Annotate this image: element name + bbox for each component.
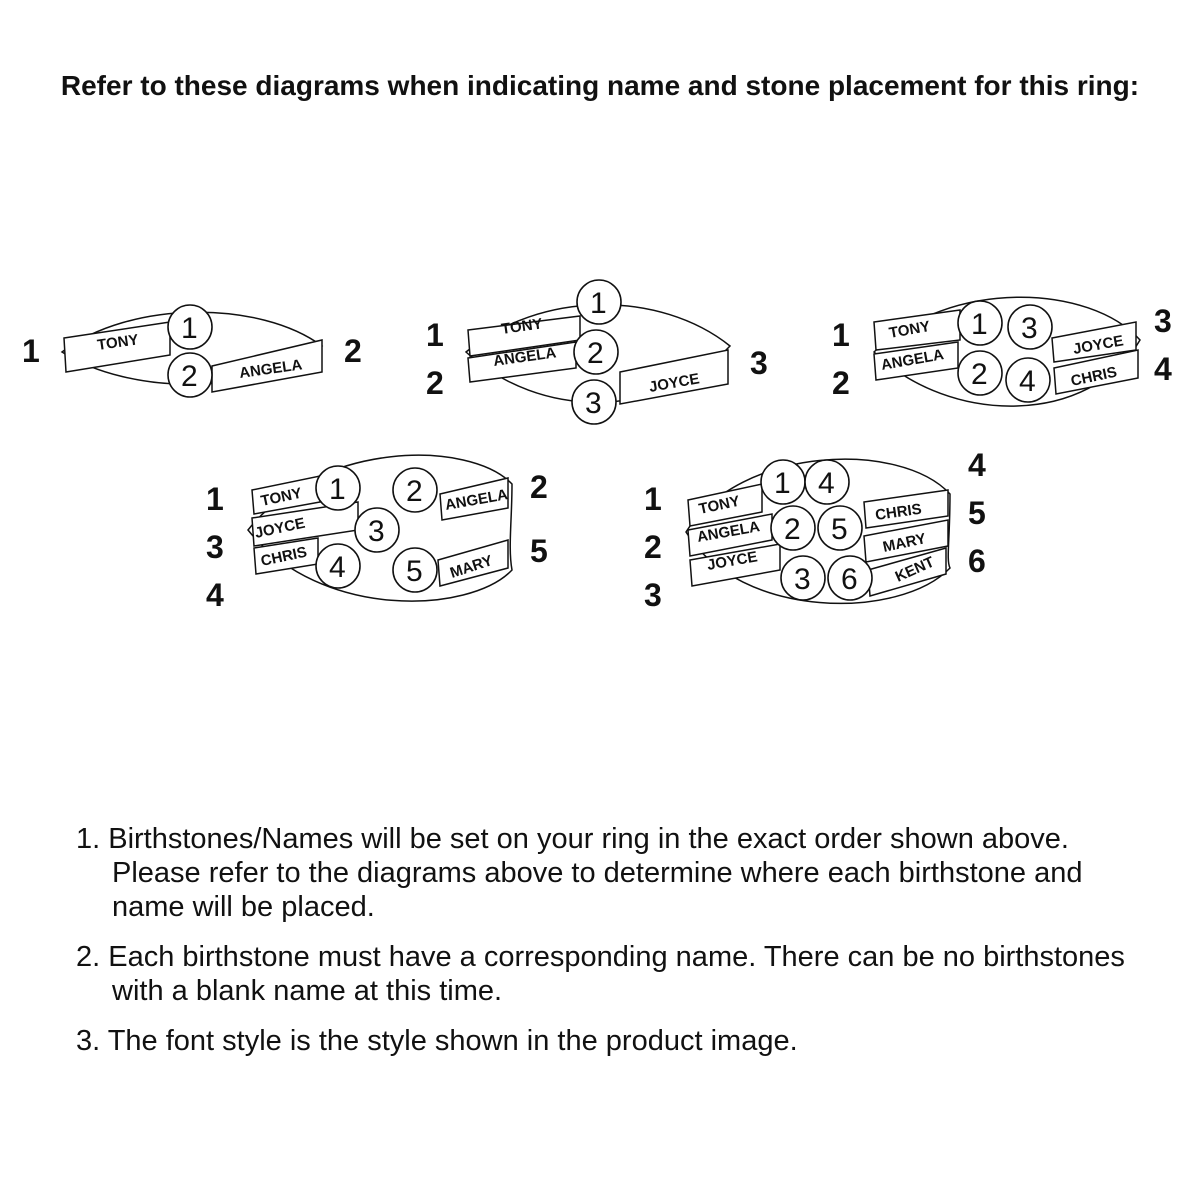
- stone-label: 1: [590, 287, 607, 320]
- stone-label: 1: [971, 308, 988, 341]
- stone-label: 4: [329, 551, 346, 584]
- stone-label: 2: [784, 513, 801, 546]
- stone-label: 4: [818, 467, 835, 500]
- ring-diagram-3-stones: 1 2 3 1 2 3 TONY ANGELA JOYCE: [426, 279, 768, 425]
- right-number: 3: [1154, 303, 1172, 339]
- stone-1: [957, 300, 1003, 346]
- left-number: 1: [426, 317, 444, 353]
- instructions-list: 1. Birthstones/Names will be set on your…: [76, 822, 1156, 1074]
- stone-5: [392, 547, 438, 593]
- band-name: TONY: [888, 318, 932, 342]
- left-number: 2: [832, 365, 850, 401]
- left-number: 1: [22, 333, 40, 369]
- stone-label: 5: [406, 555, 423, 588]
- stone-label: 4: [1019, 365, 1036, 398]
- band-name: TONY: [96, 331, 139, 354]
- instruction-item: 1. Birthstones/Names will be set on your…: [76, 823, 1083, 923]
- stone-label: 6: [841, 563, 858, 596]
- stone-label: 2: [406, 475, 423, 508]
- left-number: 1: [206, 481, 224, 517]
- instruction-item: 3. The font style is the style shown in …: [76, 1025, 798, 1057]
- band-name: TONY: [500, 315, 543, 338]
- stone-label: 3: [794, 563, 811, 596]
- stone-3: [780, 555, 826, 601]
- stone-label: 3: [368, 515, 385, 548]
- stone-label: 3: [585, 387, 602, 420]
- instruction-item: 2. Each birthstone must have a correspon…: [76, 941, 1125, 1007]
- right-number: 5: [530, 533, 548, 569]
- stone-2: [392, 467, 438, 513]
- page-heading: Refer to these diagrams when indicating …: [60, 70, 1140, 101]
- right-number: 5: [968, 495, 986, 531]
- stone-4: [1005, 357, 1051, 403]
- right-number: 3: [750, 345, 768, 381]
- right-number: 2: [344, 333, 362, 369]
- stone-1: [315, 465, 361, 511]
- stone-label: 1: [181, 312, 198, 345]
- right-number: 4: [1154, 351, 1172, 387]
- stone-label: 3: [1021, 312, 1038, 345]
- left-number: 1: [832, 317, 850, 353]
- stone-1: [576, 279, 622, 325]
- left-number: 2: [644, 529, 662, 565]
- ring-diagram-2-stones: 1 2 1 2 TONY ANGELA: [22, 304, 362, 398]
- stone-4: [315, 543, 361, 589]
- left-number: 4: [206, 577, 224, 613]
- right-number: 2: [530, 469, 548, 505]
- stone-label: 1: [329, 473, 346, 506]
- right-number: 6: [968, 543, 986, 579]
- stone-3: [571, 379, 617, 425]
- stone-4: [804, 459, 850, 505]
- band-name: CHRIS: [874, 501, 923, 524]
- stone-label: 2: [181, 360, 198, 393]
- right-number: 4: [968, 447, 986, 483]
- ring-diagram-5-stones: 1 3 4 2 5 1 2 3 4 5 TONY JOYCE CHRIS ANG…: [206, 454, 548, 613]
- stone-3: [1007, 304, 1053, 350]
- stone-label: 2: [587, 337, 604, 370]
- ring-diagram-6-stones: 1 2 3 4 5 6 1 4 2 5 3 6 TONY ANGELA JOYC…: [644, 447, 986, 613]
- stone-label: 1: [774, 467, 791, 500]
- stone-2: [573, 329, 619, 375]
- stone-3: [354, 507, 400, 553]
- left-number: 1: [644, 481, 662, 517]
- stone-6: [827, 555, 873, 601]
- stone-label: 2: [971, 358, 988, 391]
- stone-2: [770, 505, 816, 551]
- stone-label: 5: [831, 513, 848, 546]
- ring-diagram-4-stones: 1 2 3 4 1 3 2 4 TONY ANGELA JOYCE CHRIS: [832, 296, 1172, 407]
- stone-1: [167, 304, 213, 350]
- left-number: 2: [426, 365, 444, 401]
- stone-5: [817, 505, 863, 551]
- stone-2: [957, 350, 1003, 396]
- left-number: 3: [644, 577, 662, 613]
- stone-2: [167, 352, 213, 398]
- left-number: 3: [206, 529, 224, 565]
